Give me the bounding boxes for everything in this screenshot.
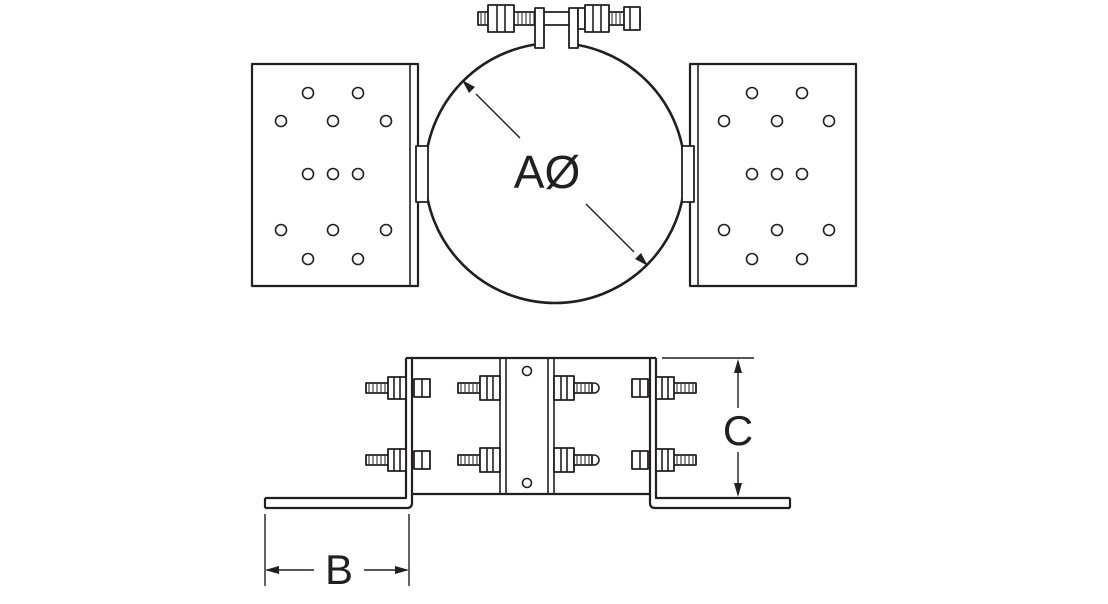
band-gap-mask [543, 30, 570, 50]
diameter-dimension: AØ [462, 80, 648, 266]
plate-hole [351, 252, 365, 266]
plate-hole [795, 167, 809, 181]
plate-hole [379, 114, 393, 128]
height-dimension: C [662, 357, 754, 497]
clamp-bolt-assembly [477, 4, 641, 49]
plate-hole [745, 86, 759, 100]
right-angle-bracket [648, 358, 792, 510]
plate-hole [379, 223, 393, 237]
plate-hole [351, 86, 365, 100]
hex-nut [387, 376, 407, 400]
hex-nut [387, 448, 407, 472]
arrowhead [265, 566, 279, 574]
bolt-rod [573, 382, 593, 394]
bolt-head [631, 450, 649, 470]
diameter-label: AØ [514, 146, 580, 198]
thread-marks [368, 456, 386, 464]
plate-hole [301, 252, 315, 266]
hex-nut [584, 4, 610, 33]
plate-hole [301, 167, 315, 181]
arrowhead [462, 80, 475, 93]
plate-hole [717, 114, 731, 128]
width-label: B [325, 546, 353, 593]
bolt-head [413, 378, 431, 398]
plate-hole [822, 114, 836, 128]
plate-hole [745, 252, 759, 266]
arrowhead [734, 359, 742, 373]
plate-hole [822, 223, 836, 237]
thread-marks [676, 384, 694, 392]
thread-marks [460, 384, 478, 392]
plate-hole [326, 223, 340, 237]
thread-marks [676, 456, 694, 464]
bottom-view: C B [263, 356, 792, 593]
bracket-body [406, 356, 656, 496]
hex-nut [553, 375, 575, 401]
plate-hole [326, 167, 340, 181]
thread-marks [368, 384, 386, 392]
flange-tab [534, 7, 545, 49]
right-weld-tab [681, 145, 695, 203]
plate-hole [795, 86, 809, 100]
plate-hole [770, 114, 784, 128]
thread-marks [460, 456, 478, 464]
bolt-head [413, 450, 431, 470]
dimension-line [585, 203, 635, 253]
band-hole [521, 365, 533, 377]
flange-tab [568, 7, 579, 49]
plate-hole [351, 167, 365, 181]
washer [577, 7, 586, 30]
bracket-inner-contour [265, 358, 408, 500]
arrowhead [734, 483, 742, 497]
plate-hole [795, 252, 809, 266]
arrowhead [635, 253, 648, 266]
height-label: C [723, 407, 753, 454]
bolt-head [631, 378, 649, 398]
bracket-outer-contour [265, 358, 414, 510]
hex-nut [479, 447, 501, 473]
bracket-inner-contour [654, 358, 790, 500]
plate-hole [745, 167, 759, 181]
plate-hole [717, 223, 731, 237]
hex-nut [487, 4, 515, 33]
top-view: AØ [250, 4, 858, 305]
plate-hole [326, 114, 340, 128]
hex-nut [553, 447, 575, 473]
bolt-row-bottom [365, 447, 697, 473]
thread-marks [480, 13, 621, 24]
bracket-outer-contour [648, 358, 790, 510]
bolt-head [623, 6, 641, 31]
bolt-rod [573, 454, 593, 466]
dimension-line [475, 93, 521, 139]
bolt-row-top [365, 375, 697, 401]
plate-hole [770, 223, 784, 237]
left-mounting-plate [250, 62, 420, 288]
left-weld-tab [415, 145, 429, 203]
hex-nut [655, 376, 675, 400]
width-dimension: B [264, 514, 410, 593]
plate-hole [301, 86, 315, 100]
thread-marks [576, 456, 590, 464]
arrowhead [395, 566, 409, 574]
band-hole [521, 477, 533, 489]
hex-nut [479, 375, 501, 401]
plate-hole [274, 223, 288, 237]
right-mounting-plate [688, 62, 858, 288]
plate-hole [274, 114, 288, 128]
left-angle-bracket [263, 358, 414, 510]
plate-hole [770, 167, 784, 181]
hex-nut [655, 448, 675, 472]
thread-marks [576, 384, 590, 392]
